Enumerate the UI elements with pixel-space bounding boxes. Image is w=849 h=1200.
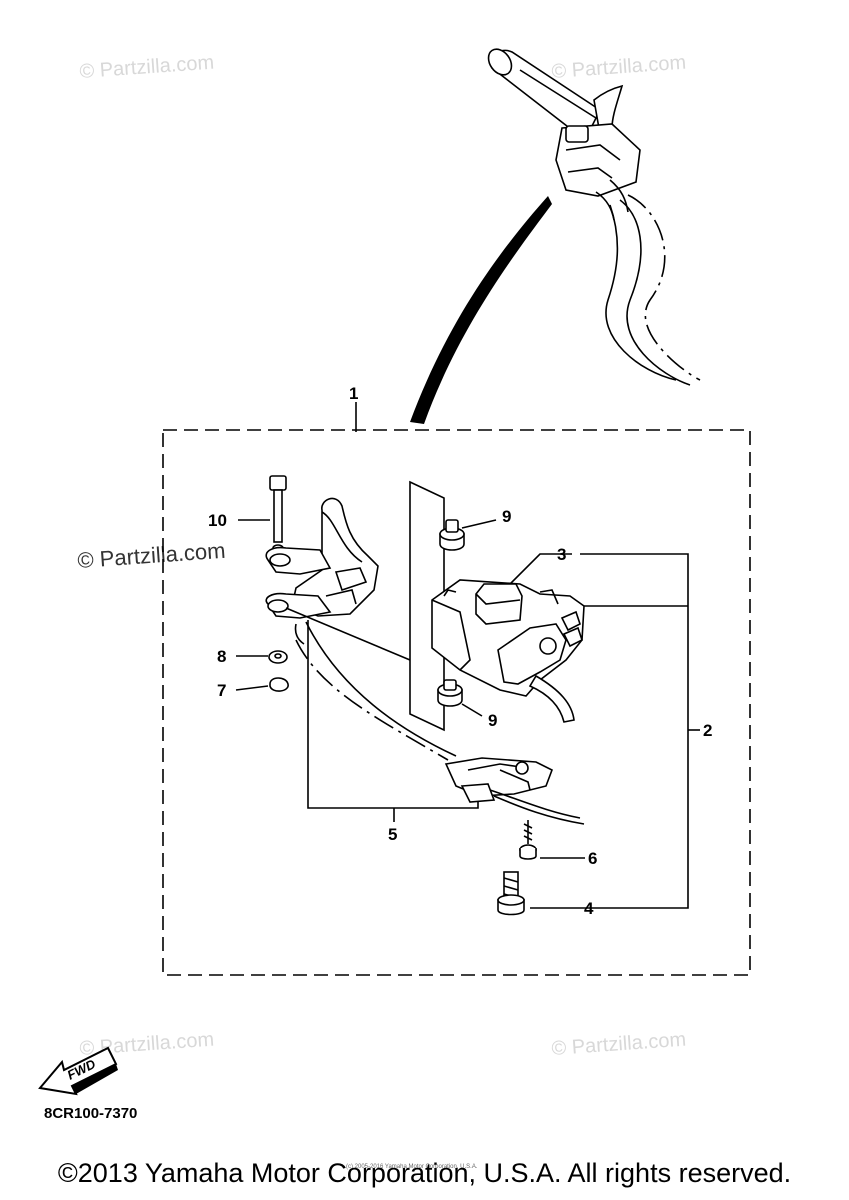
watermark-top-right: © Partzilla.com [551,52,687,83]
part-6-screw [519,820,537,860]
callout-6: 6 [588,849,597,868]
watermark-middle-left: © Partzilla.com [77,538,227,573]
callout-5: 5 [388,825,397,844]
throttle-cable-thick [410,196,552,424]
part-4-bolt [497,871,525,916]
callout-1: 1 [349,384,358,403]
part-9-grommet-lower [437,679,463,707]
callout-8: 8 [217,647,226,666]
watermark-bottom-right: © Partzilla.com [551,1029,687,1060]
diagram-code: 8CR100-7370 [44,1105,137,1122]
tiny-copyright-notice: (c) 2005-2016 Yamaha Motor Corporation, … [346,1164,478,1170]
callout-10: 10 [208,511,227,530]
handlebar-grip-assembly [487,48,701,386]
fwd-arrow-icon: FWD [38,1046,118,1096]
part-7-clip [269,677,289,692]
mounting-plate [409,480,445,732]
throttle-lever [265,497,411,661]
callout-4: 4 [584,899,594,918]
part-9-grommet-upper [439,519,465,551]
copyright-footer: ©2013 Yamaha Motor Corporation, U.S.A. A… [57,1158,792,1188]
watermark-top-left: © Partzilla.com [79,52,215,83]
callout-2: 2 [703,721,712,740]
callout-9-upper: 9 [502,507,511,526]
callout-9-lower: 9 [488,711,497,730]
part-10-pin [269,475,287,552]
part-5-cable-bracket [444,757,585,825]
callout-7: 7 [217,681,226,700]
part-8-washer [268,650,288,664]
callout-3: 3 [557,545,566,564]
part-3-switch-housing [431,579,585,723]
